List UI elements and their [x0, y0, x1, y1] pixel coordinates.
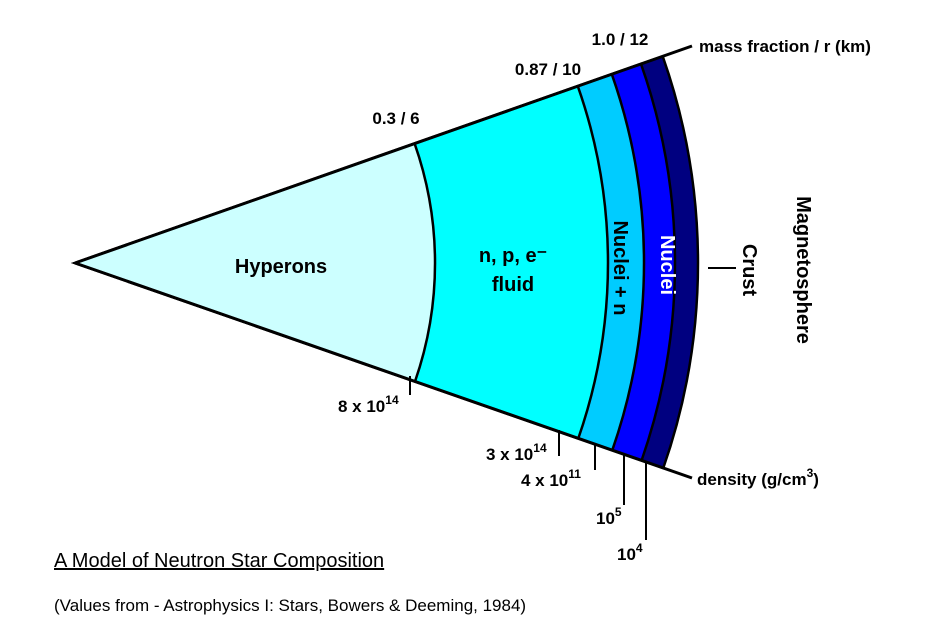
label-npe-line2: fluid	[492, 274, 534, 296]
layer-hyperons	[71, 142, 437, 384]
density-tick-label-4: 105	[596, 505, 622, 528]
label-nuclei: Nuclei	[656, 235, 678, 295]
label-nuclei-n: Nuclei + n	[609, 220, 631, 315]
density-tick-label-5: 104	[617, 541, 643, 564]
figure-title: A Model of Neutron Star Composition	[54, 550, 385, 572]
top-axis-title: mass fraction / r (km)	[699, 37, 871, 56]
label-magnetosphere: Magnetosphere	[792, 196, 814, 344]
mass-tick-label-1: 0.3 / 6	[372, 109, 419, 128]
mass-tick-label-3: 1.0 / 12	[592, 30, 649, 49]
density-tick-label-1: 8 x 1014	[338, 393, 399, 416]
label-hyperons: Hyperons	[235, 256, 327, 278]
bottom-axis-line	[74, 261, 693, 480]
density-tick-label-2: 3 x 1014	[486, 441, 547, 464]
bottom-axis-title: density (g/cm3)	[697, 466, 819, 489]
label-crust: Crust	[738, 244, 760, 297]
label-npe-line1: n, p, e⁻	[479, 245, 547, 267]
top-axis-line	[74, 44, 693, 265]
figure-source: (Values from - Astrophysics I: Stars, Bo…	[54, 596, 527, 615]
mass-tick-label-2: 0.87 / 10	[515, 60, 581, 79]
density-tick-label-3: 4 x 1011	[521, 467, 581, 490]
